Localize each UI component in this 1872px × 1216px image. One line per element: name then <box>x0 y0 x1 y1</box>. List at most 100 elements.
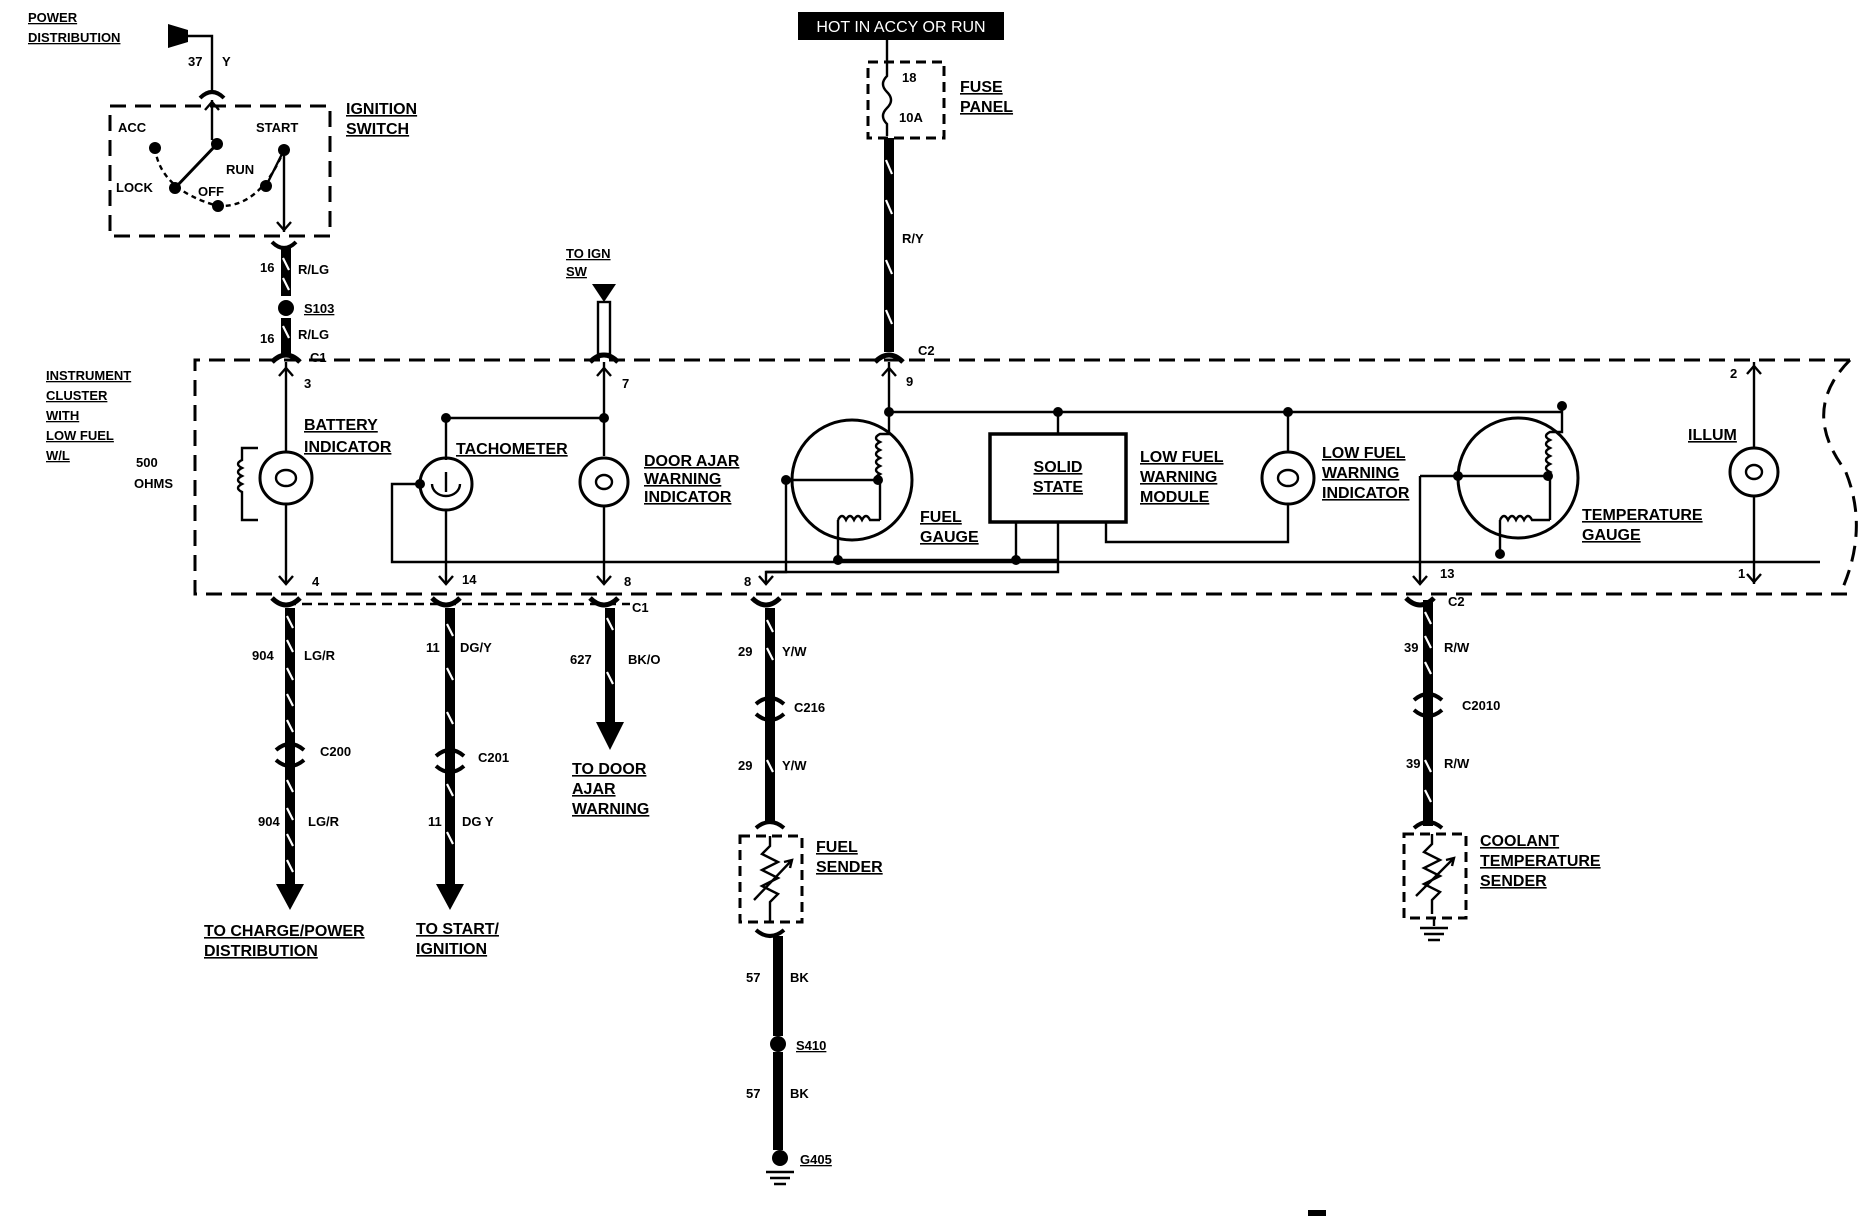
wire-627-circuit: 627 <box>570 652 592 667</box>
wire-37-color: Y <box>222 54 231 69</box>
lf-indicator-label-1: LOW FUEL <box>1322 445 1406 462</box>
wire-39b-circuit: 39 <box>1406 756 1420 771</box>
low-fuel-indicator-bulb <box>1260 450 1316 506</box>
fuel-sender-resistor <box>759 836 781 922</box>
ground-g405-icon <box>766 1170 794 1186</box>
to-door-label-3: WARNING <box>572 801 649 818</box>
solid-state-label-2: STATE <box>1033 479 1083 496</box>
wire-11a-color: DG/Y <box>460 640 492 655</box>
door-ajar-label-2: WARNING <box>644 471 721 488</box>
wire-904a-color: LG/R <box>304 648 336 663</box>
run-position: RUN <box>226 162 254 177</box>
lf-indicator-label-3: INDICATOR <box>1322 485 1410 502</box>
c1-top-label: C1 <box>310 350 327 365</box>
ground-g405 <box>772 1150 788 1166</box>
wire-627-color: BK/O <box>628 652 661 667</box>
wire-39a-color: R/W <box>1444 640 1470 655</box>
fuel-gauge-label-2: GAUGE <box>920 529 979 546</box>
wire-57a-circuit: 57 <box>746 970 760 985</box>
wire-11a-circuit: 11 <box>426 640 440 655</box>
ohms-unit: OHMS <box>134 476 173 491</box>
illum-bulb <box>1728 446 1780 498</box>
temperature-gauge-dial <box>1456 416 1580 540</box>
power-dist-label-2: DISTRIBUTION <box>28 30 120 45</box>
wire-16b-circuit: 16 <box>260 331 274 346</box>
wire-904b-color: LG/R <box>308 814 340 829</box>
power-dist-label-1: POWER <box>28 10 78 25</box>
pin-9: 9 <box>906 374 913 389</box>
ohms-value: 500 <box>136 455 158 470</box>
c2-top-label: C2 <box>918 343 935 358</box>
wire-16b-color: R/LG <box>298 327 329 342</box>
to-start-label-1: TO START/ <box>416 921 500 938</box>
to-ign-sw-label-2: SW <box>566 264 588 279</box>
pin-13: 13 <box>1440 566 1454 581</box>
fuse-amperage: 10A <box>899 110 923 125</box>
door-ajar-bulb <box>578 456 630 508</box>
to-charge-label-2: DISTRIBUTION <box>204 943 318 960</box>
coolant-sender-resistor <box>1421 834 1443 914</box>
coolant-label-1: COOLANT <box>1480 833 1559 850</box>
fuse-number: 18 <box>902 70 916 85</box>
solid-state-module <box>988 432 1128 524</box>
to-door-label-1: TO DOOR <box>572 761 647 778</box>
battery-resistor <box>236 446 258 522</box>
c2-bottom-label: C2 <box>1448 594 1465 609</box>
cluster-label-4: LOW FUEL <box>46 428 114 443</box>
c200-label: C200 <box>320 744 351 759</box>
lf-module-label-2: WARNING <box>1140 469 1217 486</box>
s103-label: S103 <box>304 301 334 316</box>
fuse-panel-box <box>866 60 946 140</box>
coolant-ground-icon <box>1420 926 1448 942</box>
wire-29a-color: Y/W <box>782 644 807 659</box>
pin-4: 4 <box>312 574 320 589</box>
door-ajar-label-3: INDICATOR <box>644 489 732 506</box>
ignition-switch-label-2: SWITCH <box>346 121 409 138</box>
coolant-label-3: SENDER <box>1480 873 1547 890</box>
splice-s103 <box>278 300 294 316</box>
lf-indicator-label-2: WARNING <box>1322 465 1399 482</box>
pin-2: 2 <box>1730 366 1737 381</box>
battery-indicator-label-2: INDICATOR <box>304 439 392 456</box>
wire-16a-circuit: 16 <box>260 260 274 275</box>
to-start-arrow <box>436 884 464 910</box>
acc-position: ACC <box>118 120 147 135</box>
fuse-panel-label-2: PANEL <box>960 99 1013 116</box>
ignition-switch-label-1: IGNITION <box>346 101 417 118</box>
lock-position: LOCK <box>116 180 153 195</box>
wire-29b-circuit: 29 <box>738 758 752 773</box>
cluster-label-3: WITH <box>46 408 79 423</box>
temp-gauge-label-1: TEMPERATURE <box>1582 507 1703 524</box>
ry-wire-color: R/Y <box>902 231 924 246</box>
wire-904b-circuit: 904 <box>258 814 280 829</box>
instrument-cluster-box <box>193 358 1850 596</box>
lf-module-label-3: MODULE <box>1140 489 1210 506</box>
lf-module-label-1: LOW FUEL <box>1140 449 1224 466</box>
to-door-arrow <box>596 722 624 750</box>
fuse-panel-label-1: FUSE <box>960 79 1003 96</box>
wire-11b-color: DG Y <box>462 814 494 829</box>
wire-29b-color: Y/W <box>782 758 807 773</box>
wire-29a-circuit: 29 <box>738 644 752 659</box>
pin-8b: 8 <box>744 574 751 589</box>
fuel-sender-label-1: FUEL <box>816 839 858 856</box>
hot-box <box>798 12 1004 40</box>
pin-7: 7 <box>622 376 629 391</box>
pin-3: 3 <box>304 376 311 391</box>
wire-904a-circuit: 904 <box>252 648 274 663</box>
fuse-icon <box>881 66 893 136</box>
wire-57b-circuit: 57 <box>746 1086 760 1101</box>
to-charge-arrow <box>276 884 304 910</box>
battery-indicator-label-1: BATTERY <box>304 417 378 434</box>
to-ign-sw-label-1: TO IGN <box>566 246 611 261</box>
wire-39a-circuit: 39 <box>1404 640 1418 655</box>
wire-16a-color: R/LG <box>298 262 329 277</box>
fuel-sender-label-2: SENDER <box>816 859 883 876</box>
temp-gauge-label-2: GAUGE <box>1582 527 1641 544</box>
c1-bottom-label: C1 <box>632 600 649 615</box>
battery-indicator-bulb <box>258 450 314 506</box>
c216-label: C216 <box>794 700 825 715</box>
fuel-gauge-coil <box>874 412 891 520</box>
wire-39b-color: R/W <box>1444 756 1470 771</box>
